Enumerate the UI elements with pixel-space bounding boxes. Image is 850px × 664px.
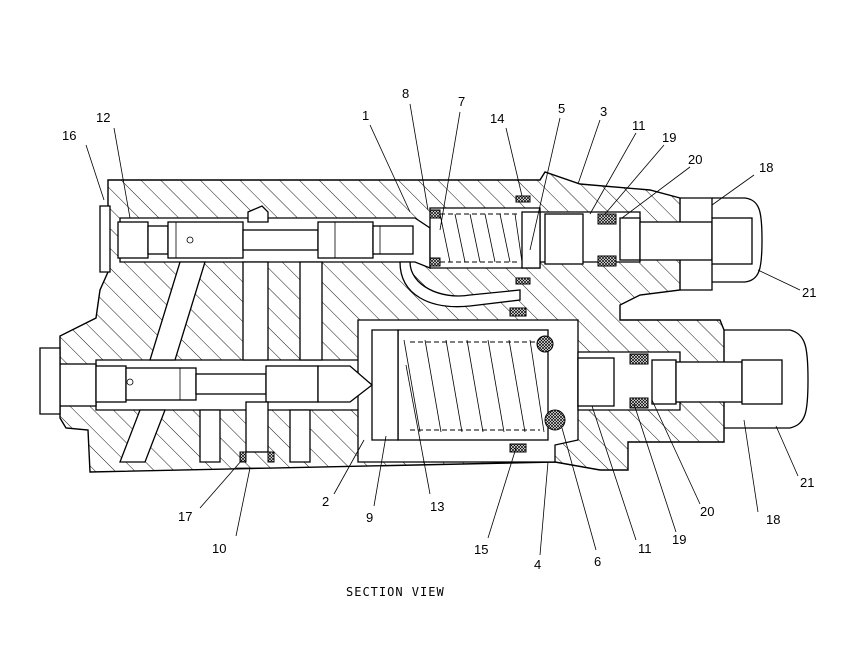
callout-5: 5 (558, 101, 565, 116)
lower-spool (59, 363, 374, 463)
callout-15: 15 (474, 542, 488, 557)
callout-14: 14 (490, 111, 504, 126)
leader-lines (85, 103, 801, 556)
callout-16: 16 (62, 128, 76, 143)
left-end-caps (39, 205, 111, 415)
callout-20-lower: 20 (700, 504, 714, 519)
callout-11-upper: 11 (632, 118, 646, 133)
callout-21-lower: 21 (800, 475, 814, 490)
callout-20-upper: 20 (688, 152, 702, 167)
callout-13: 13 (430, 499, 444, 514)
callout-9: 9 (366, 510, 373, 525)
lower-plug (577, 329, 809, 429)
callout-7: 7 (458, 94, 465, 109)
section-view-caption: SECTION VIEW (346, 585, 445, 599)
callout-6: 6 (594, 554, 601, 569)
upper-plug (544, 197, 763, 291)
callout-3: 3 (600, 104, 607, 119)
callout-11-lower: 11 (638, 541, 652, 556)
callout-17: 17 (178, 509, 192, 524)
callout-12: 12 (96, 110, 110, 125)
upper-spool (117, 205, 414, 259)
callout-19-lower: 19 (672, 532, 686, 547)
callout-10: 10 (212, 541, 226, 556)
callout-19-upper: 19 (662, 130, 676, 145)
callout-labels: 16 12 1 8 7 14 5 3 11 19 20 18 21 17 10 … (62, 86, 816, 572)
lower-spring (371, 307, 566, 453)
callout-2: 2 (322, 494, 329, 509)
callout-8: 8 (402, 86, 409, 101)
callout-1: 1 (362, 108, 369, 123)
callout-18-upper: 18 (759, 160, 773, 175)
callout-18-lower: 18 (766, 512, 780, 527)
callout-21-upper: 21 (802, 285, 816, 300)
callout-4: 4 (534, 557, 541, 572)
